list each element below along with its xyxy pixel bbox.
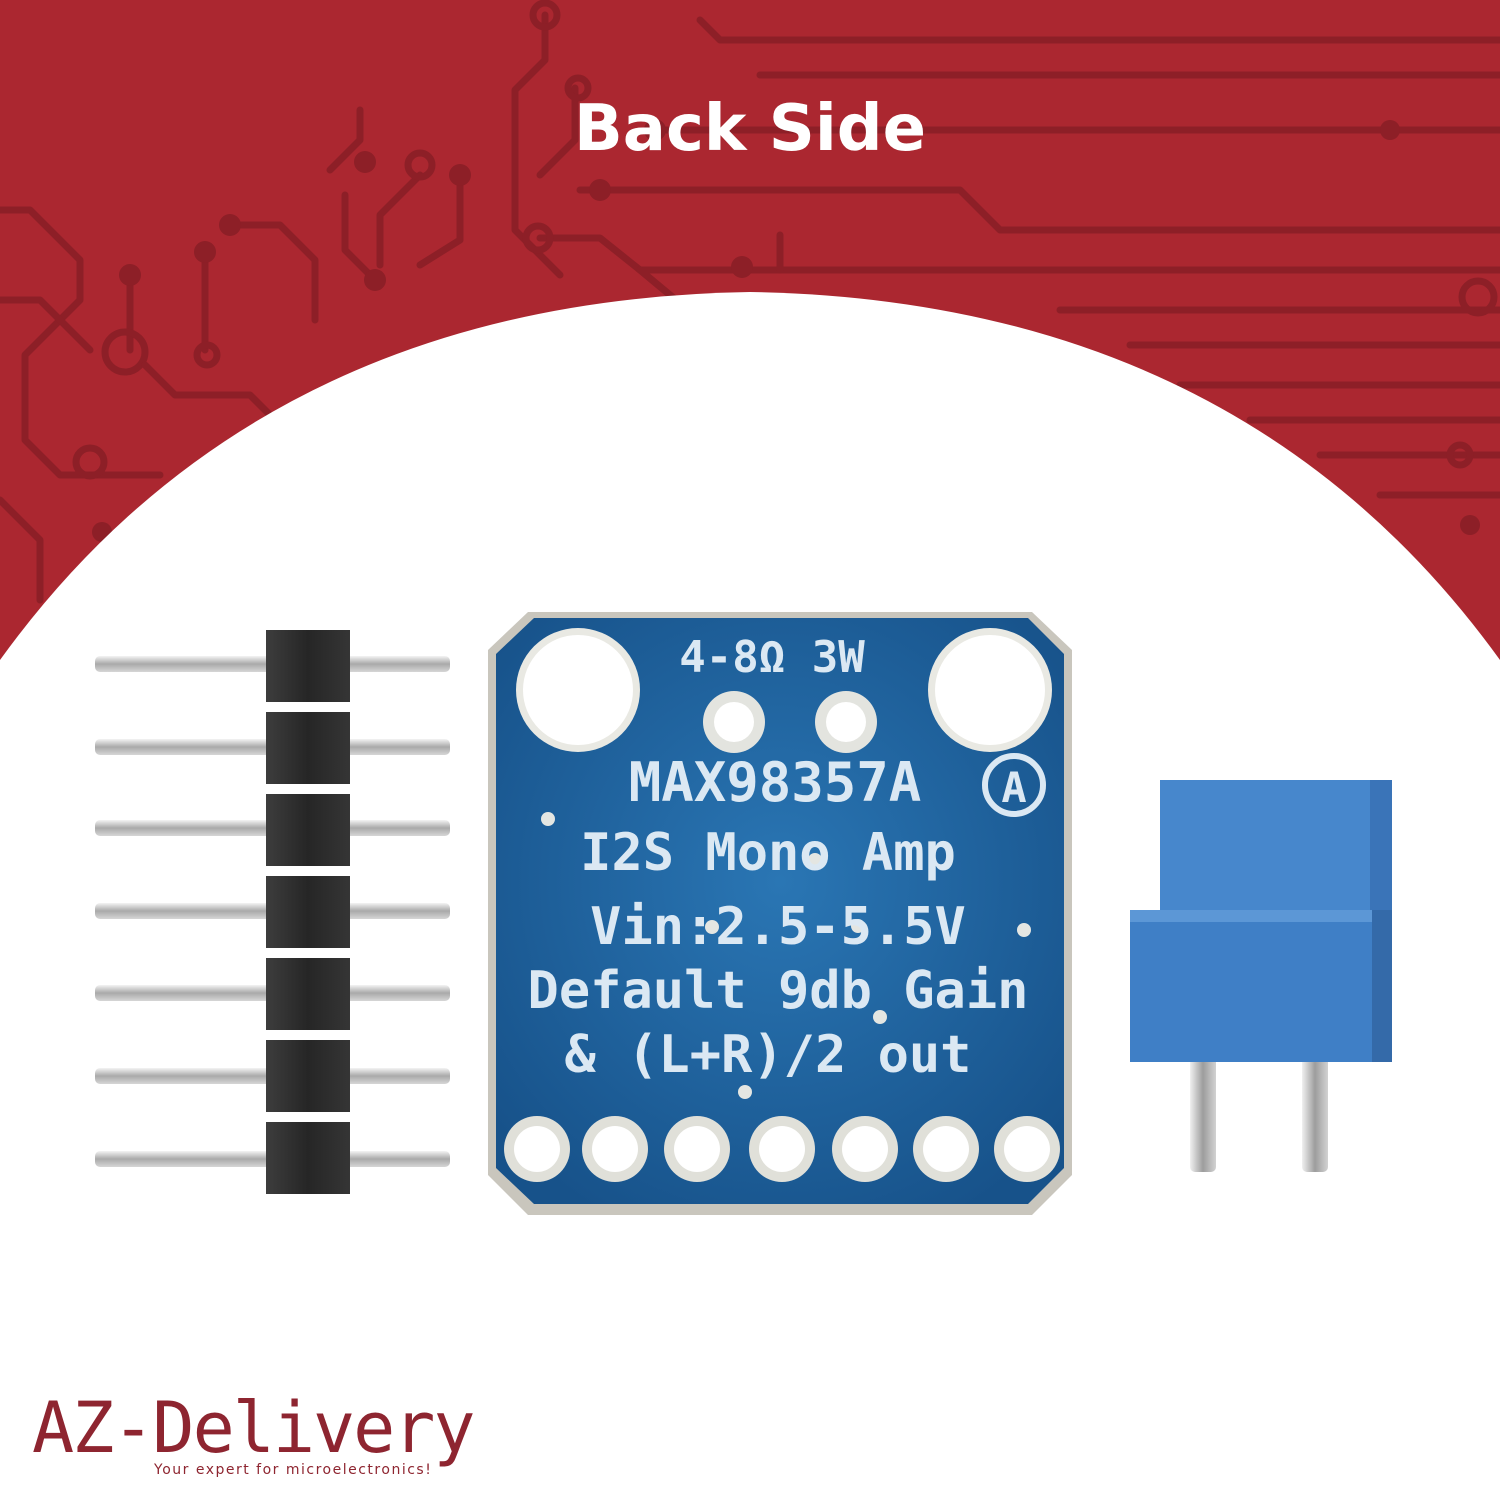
board-label-vin: Vin:2.5-5.5V bbox=[590, 897, 966, 957]
board-label-power: 4-8Ω 3W bbox=[679, 632, 865, 683]
speaker-holes bbox=[703, 691, 877, 753]
amp-board: 4-8Ω 3W MAX98357A A I2S Mono Amp Vin:2.5… bbox=[488, 612, 1072, 1215]
brand-tagline: Your expert for microelectronics! bbox=[154, 1462, 433, 1478]
brand-logo: AZ-Delivery Your expert for microelectro… bbox=[32, 1390, 502, 1480]
pin-header bbox=[95, 630, 450, 1194]
board-label-chip: MAX98357A bbox=[629, 751, 922, 814]
brand-name: AZ-Delivery bbox=[32, 1387, 476, 1469]
screw-terminal bbox=[1130, 780, 1392, 1172]
board-label-function: I2S Mono Amp bbox=[580, 823, 956, 883]
board-label-output: & (L+R)/2 out bbox=[565, 1025, 972, 1085]
board-label-gain: Default 9db Gain bbox=[528, 961, 1029, 1021]
board-label-badge: A bbox=[1001, 763, 1026, 812]
circuit-traces bbox=[0, 0, 1500, 604]
page-title: Back Side bbox=[574, 92, 926, 166]
vias bbox=[541, 812, 1031, 1099]
mounting-holes bbox=[516, 628, 1052, 752]
white-arc bbox=[0, 292, 1500, 700]
header-plastic bbox=[266, 630, 350, 1194]
bottom-pads bbox=[504, 1116, 1060, 1182]
badge-circle bbox=[982, 753, 1046, 817]
red-banner bbox=[0, 0, 1500, 700]
circuit-pads bbox=[92, 119, 1480, 542]
